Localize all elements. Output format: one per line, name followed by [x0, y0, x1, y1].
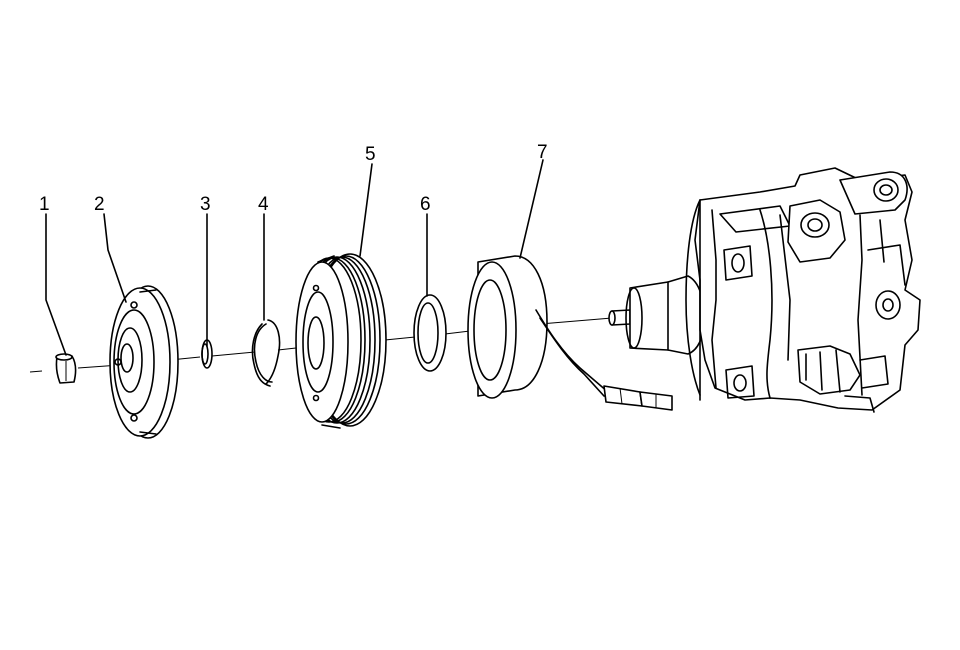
clutch-plate: [109, 285, 179, 439]
field-coil: [467, 255, 673, 411]
callout-1: 1: [39, 194, 50, 215]
callout-4: 4: [258, 194, 269, 215]
callout-3: 3: [200, 194, 211, 215]
snap-ring: [251, 319, 281, 387]
callout-5: 5: [365, 144, 376, 165]
pulley: [295, 253, 387, 429]
callout-2: 2: [94, 194, 105, 215]
callout-7: 7: [537, 142, 548, 163]
retaining-ring: [413, 294, 447, 372]
shim: [201, 339, 213, 369]
callout-labels: 1 2 3 4 5 6 7: [39, 142, 548, 215]
shaft-nut: [55, 353, 77, 384]
callout-leaders: [45, 159, 544, 356]
compressor-body: [608, 167, 921, 413]
callout-6: 6: [420, 194, 431, 215]
